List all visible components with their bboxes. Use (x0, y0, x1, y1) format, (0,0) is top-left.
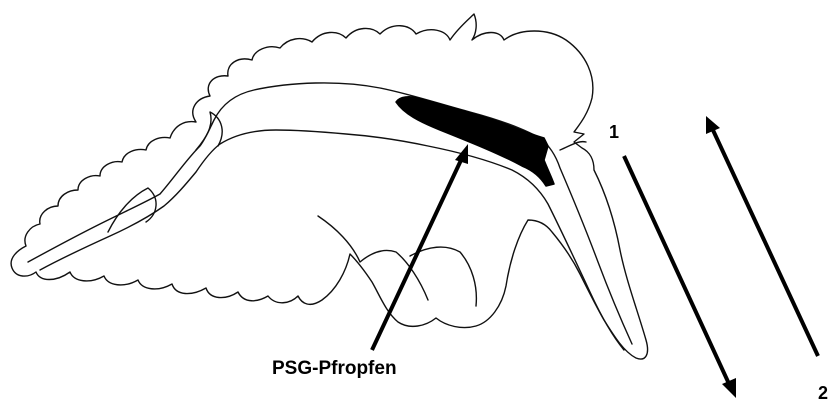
tissue-fold-mid (196, 112, 222, 150)
arrow-2-label: 2 (818, 383, 828, 401)
arrow-2 (712, 128, 818, 356)
tissue-outline (11, 14, 647, 359)
plug-pointer-arrowhead (455, 144, 468, 164)
arrow-1-label: 1 (609, 122, 619, 142)
tissue-fold-inner (410, 247, 476, 306)
psg-plug-label: PSG-Pfropfen (272, 358, 397, 379)
arrow-1-head (722, 378, 736, 398)
arrow-1 (624, 156, 730, 386)
psg-plug (396, 97, 554, 186)
plug-pointer-arrow (372, 158, 462, 350)
